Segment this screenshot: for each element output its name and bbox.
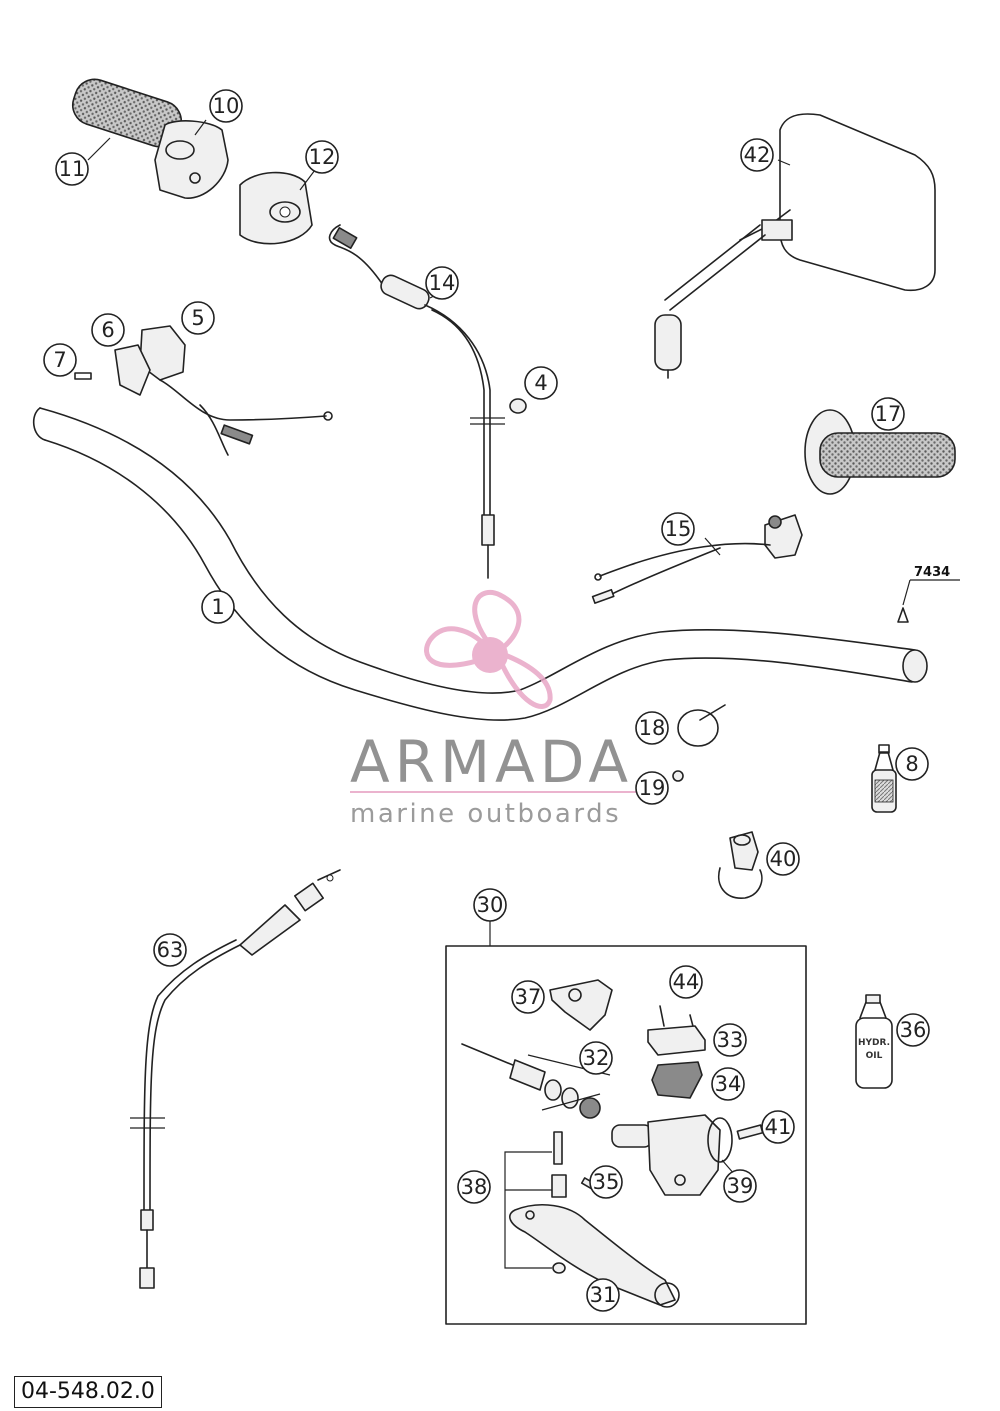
svg-text:18: 18 — [639, 716, 666, 740]
svg-text:38: 38 — [461, 1175, 488, 1199]
callout-30: 30 — [473, 888, 507, 922]
throttle-cable-part — [328, 224, 505, 579]
svg-text:HYDR.: HYDR. — [858, 1038, 890, 1048]
light-switch-part — [591, 514, 803, 604]
callout-6: 6 — [91, 313, 125, 347]
callout-18: 18 — [635, 711, 669, 745]
reference-label: 7434 — [914, 565, 950, 580]
watermark-tagline: marine outboards — [350, 799, 621, 829]
callout-40: 40 — [766, 842, 800, 876]
svg-text:7: 7 — [53, 348, 66, 372]
mirror-part — [654, 113, 936, 379]
svg-text:1: 1 — [211, 595, 224, 619]
svg-text:4: 4 — [534, 371, 547, 395]
cable-tie-part — [672, 704, 726, 782]
svg-text:OIL: OIL — [866, 1051, 883, 1061]
watermark-logo: ARMADA marine outboards — [350, 589, 650, 829]
callout-34: 34 — [711, 1067, 745, 1101]
adjuster-nut-part — [509, 398, 527, 414]
svg-text:5: 5 — [191, 306, 204, 330]
callout-4: 4 — [524, 366, 558, 400]
svg-text:63: 63 — [157, 938, 184, 962]
svg-text:14: 14 — [429, 271, 456, 295]
callout-39: 39 — [723, 1169, 757, 1203]
brake-line-part — [130, 869, 341, 1289]
callout-31: 31 — [586, 1278, 620, 1312]
svg-text:42: 42 — [744, 143, 771, 167]
svg-text:44: 44 — [673, 970, 700, 994]
svg-text:34: 34 — [715, 1072, 742, 1096]
callout-8: 8 — [895, 747, 929, 781]
callout-36: 36 — [896, 1013, 930, 1047]
callout-5: 5 — [181, 301, 215, 335]
callout-44: 44 — [669, 965, 703, 999]
throttle-grip-part — [71, 78, 229, 199]
svg-text:12: 12 — [309, 145, 336, 169]
callout-19: 19 — [635, 771, 669, 805]
callout-12: 12 — [305, 140, 339, 174]
clamp-part — [718, 831, 763, 899]
oil-bottle-part — [871, 744, 897, 813]
callout-38: 38 — [457, 1170, 491, 1204]
svg-text:41: 41 — [765, 1115, 792, 1139]
svg-text:8: 8 — [905, 752, 918, 776]
kill-switch-part — [74, 325, 333, 456]
handlebar-part — [32, 407, 960, 721]
svg-text:35: 35 — [593, 1170, 620, 1194]
master-cylinder-kit — [445, 921, 807, 1325]
callout-11: 11 — [55, 152, 89, 186]
svg-text:37: 37 — [515, 985, 542, 1009]
svg-text:32: 32 — [583, 1046, 610, 1070]
throttle-cover-part — [239, 169, 316, 245]
watermark-brand: ARMADA — [350, 728, 633, 796]
svg-text:33: 33 — [717, 1028, 744, 1052]
callout-42: 42 — [740, 138, 774, 172]
svg-text:30: 30 — [477, 893, 504, 917]
svg-text:31: 31 — [590, 1283, 617, 1307]
svg-text:11: 11 — [59, 157, 86, 181]
svg-text:39: 39 — [727, 1174, 754, 1198]
callout-63: 63 — [153, 933, 187, 967]
callout-35: 35 — [589, 1165, 623, 1199]
svg-text:19: 19 — [639, 776, 666, 800]
callout-33: 33 — [713, 1023, 747, 1057]
svg-text:6: 6 — [101, 318, 114, 342]
callout-10: 10 — [209, 89, 243, 123]
svg-text:10: 10 — [213, 94, 240, 118]
svg-text:40: 40 — [770, 847, 797, 871]
svg-text:17: 17 — [875, 402, 902, 426]
left-grip-part — [804, 409, 956, 495]
hydraulic-oil-bottle-part: HYDR. OIL — [855, 994, 893, 1089]
callout-37: 37 — [511, 980, 545, 1014]
callout-14: 14 — [425, 266, 459, 300]
callout-32: 32 — [579, 1041, 613, 1075]
diagram-code: 04-548.02.0 — [14, 1376, 162, 1408]
callout-17: 17 — [871, 397, 905, 431]
callout-7: 7 — [43, 343, 77, 377]
callout-41: 41 — [761, 1110, 795, 1144]
callout-1: 1 — [201, 590, 235, 624]
svg-text:15: 15 — [665, 517, 692, 541]
callout-15: 15 — [661, 512, 695, 546]
svg-text:36: 36 — [900, 1018, 927, 1042]
